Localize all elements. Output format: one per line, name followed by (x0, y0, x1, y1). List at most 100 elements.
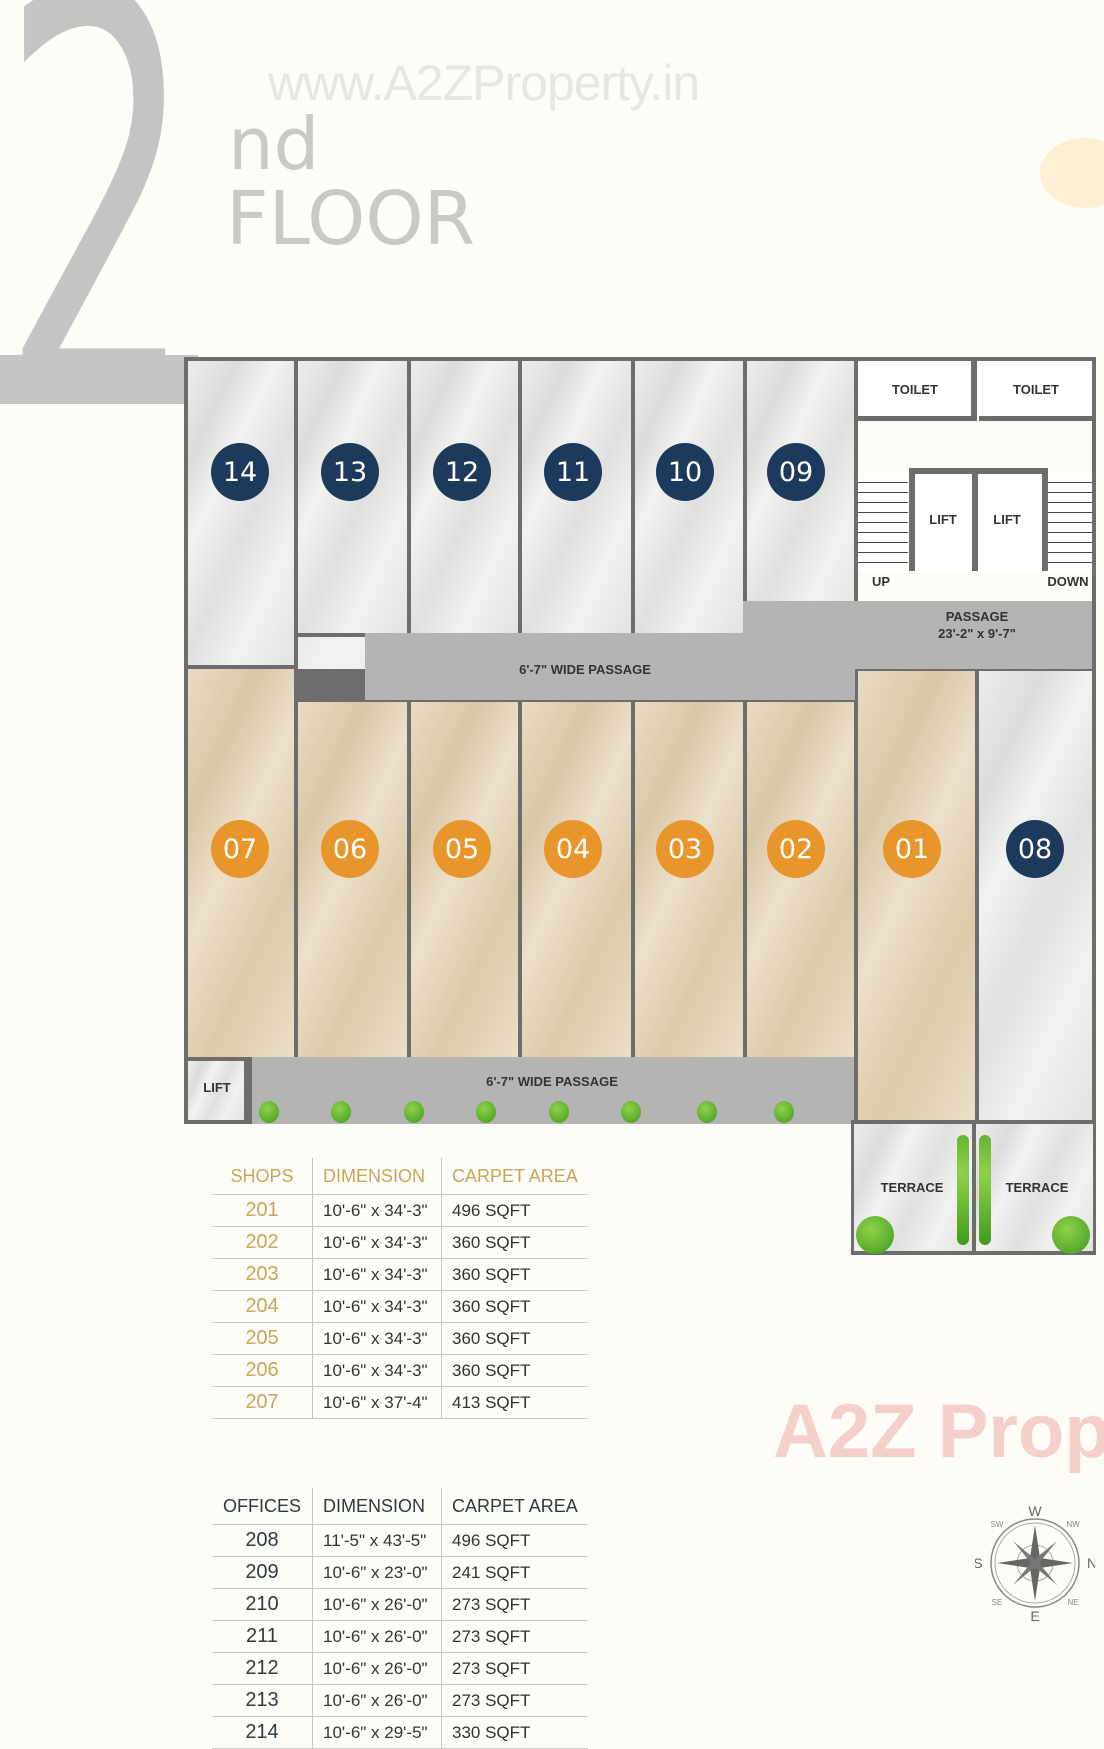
dimension: 10'-6" x 34'-3" (312, 1354, 442, 1387)
unit-number: 204 (212, 1290, 313, 1323)
logo-text: A2Z Prop (773, 1389, 1104, 1474)
unit-number-badge: 05 (433, 820, 491, 878)
unit-number-badge: 06 (321, 820, 379, 878)
unit-number: 202 (212, 1226, 313, 1259)
lift-label: LIFT (929, 512, 957, 527)
dimension: 10'-6" x 34'-3" (312, 1226, 442, 1259)
column-header: OFFICES (212, 1488, 313, 1525)
a2z-logo-watermark: A2Z Prop (773, 1392, 1104, 1472)
office-unit (184, 357, 298, 669)
toilet-label: TOILET (892, 382, 938, 397)
tree-icon (476, 1101, 496, 1123)
compass-nw: NW (1066, 1520, 1080, 1529)
carpet-area: 330 SQFT (440, 1716, 588, 1749)
office-unit (743, 357, 858, 637)
tree-icon (404, 1101, 424, 1123)
unit-number-badge: 01 (883, 820, 941, 878)
floor-number-bar (0, 355, 198, 404)
stairs-down (1043, 473, 1092, 571)
carpet-area: 413 SQFT (440, 1386, 588, 1419)
carpet-area: 496 SQFT (440, 1194, 588, 1227)
passage-label: PASSAGE (945, 609, 1009, 624)
column-header: CARPET AREA (440, 1158, 588, 1195)
carpet-area: 273 SQFT (440, 1588, 588, 1621)
carpet-area: 360 SQFT (440, 1258, 588, 1291)
website-watermark: www.A2ZProperty.in (268, 55, 700, 111)
unit-number-badge: 02 (767, 820, 825, 878)
column-header: DIMENSION (312, 1158, 442, 1195)
dimension: 10'-6" x 29'-5" (312, 1716, 442, 1749)
lift-shaft (909, 468, 1048, 571)
floor-suffix: nd (228, 102, 320, 186)
dimension: 10'-6" x 23'-0" (312, 1556, 442, 1589)
core-passage (743, 601, 1092, 669)
terrace-tree (1052, 1216, 1090, 1254)
carpet-area: 273 SQFT (440, 1620, 588, 1653)
unit-number: 208 (212, 1524, 313, 1557)
dimension: 10'-6" x 26'-0" (312, 1684, 442, 1717)
tree-icon (774, 1101, 794, 1123)
shop-unit (854, 667, 979, 1124)
unit-number: 209 (212, 1556, 313, 1589)
column-header: CARPET AREA (440, 1488, 588, 1525)
floor-number-graphic: 2 (0, 0, 196, 528)
terrace-label: TERRACE (880, 1180, 944, 1195)
decorative-blob (1040, 138, 1104, 208)
toilet-right (979, 361, 1092, 421)
tree-icon (697, 1101, 717, 1123)
unit-number: 214 (212, 1716, 313, 1749)
lift-divider (972, 468, 978, 571)
unit-number-badge: 14 (211, 443, 269, 501)
unit-number-badge: 13 (321, 443, 379, 501)
carpet-area: 273 SQFT (440, 1684, 588, 1717)
dimension: 10'-6" x 37'-4" (312, 1386, 442, 1419)
unit-number: 203 (212, 1258, 313, 1291)
terrace-label: TERRACE (1005, 1180, 1069, 1195)
compass-e: E (1030, 1608, 1039, 1623)
carpet-area: 241 SQFT (440, 1556, 588, 1589)
tree-icon (621, 1101, 641, 1123)
carpet-area: 360 SQFT (440, 1354, 588, 1387)
small-lift (188, 1057, 248, 1120)
unit-number: 212 (212, 1652, 313, 1685)
compass-se: SE (992, 1598, 1003, 1607)
unit-number: 210 (212, 1588, 313, 1621)
dimension: 10'-6" x 34'-3" (312, 1194, 442, 1227)
column-header: DIMENSION (312, 1488, 442, 1525)
unit-number-badge: 07 (211, 820, 269, 878)
toilet-divider (971, 361, 977, 421)
compass-icon: W E S N SW NW SE NE (975, 1503, 1095, 1623)
passage-dimension: 23'-2" x 9'-7" (938, 626, 1016, 641)
office-unit (975, 667, 1096, 1124)
upper-passage-label: 6'-7" WIDE PASSAGE (519, 662, 651, 677)
carpet-area: 273 SQFT (440, 1652, 588, 1685)
dimension: 10'-6" x 26'-0" (312, 1620, 442, 1653)
terrace-tree (856, 1216, 894, 1254)
dimension: 10'-6" x 34'-3" (312, 1322, 442, 1355)
compass-s: S (975, 1555, 983, 1571)
dimension: 10'-6" x 26'-0" (312, 1652, 442, 1685)
shop-unit (294, 698, 411, 1061)
shop-unit (631, 698, 747, 1061)
unit-number-badge: 12 (433, 443, 491, 501)
small-lift-label: LIFT (203, 1080, 231, 1095)
tree-icon (549, 1101, 569, 1123)
dimension: 10'-6" x 26'-0" (312, 1588, 442, 1621)
unit-number-badge: 09 (767, 443, 825, 501)
stairs-up-label: UP (871, 574, 891, 589)
compass-n: N (1087, 1555, 1095, 1571)
unit-number-badge: 03 (656, 820, 714, 878)
